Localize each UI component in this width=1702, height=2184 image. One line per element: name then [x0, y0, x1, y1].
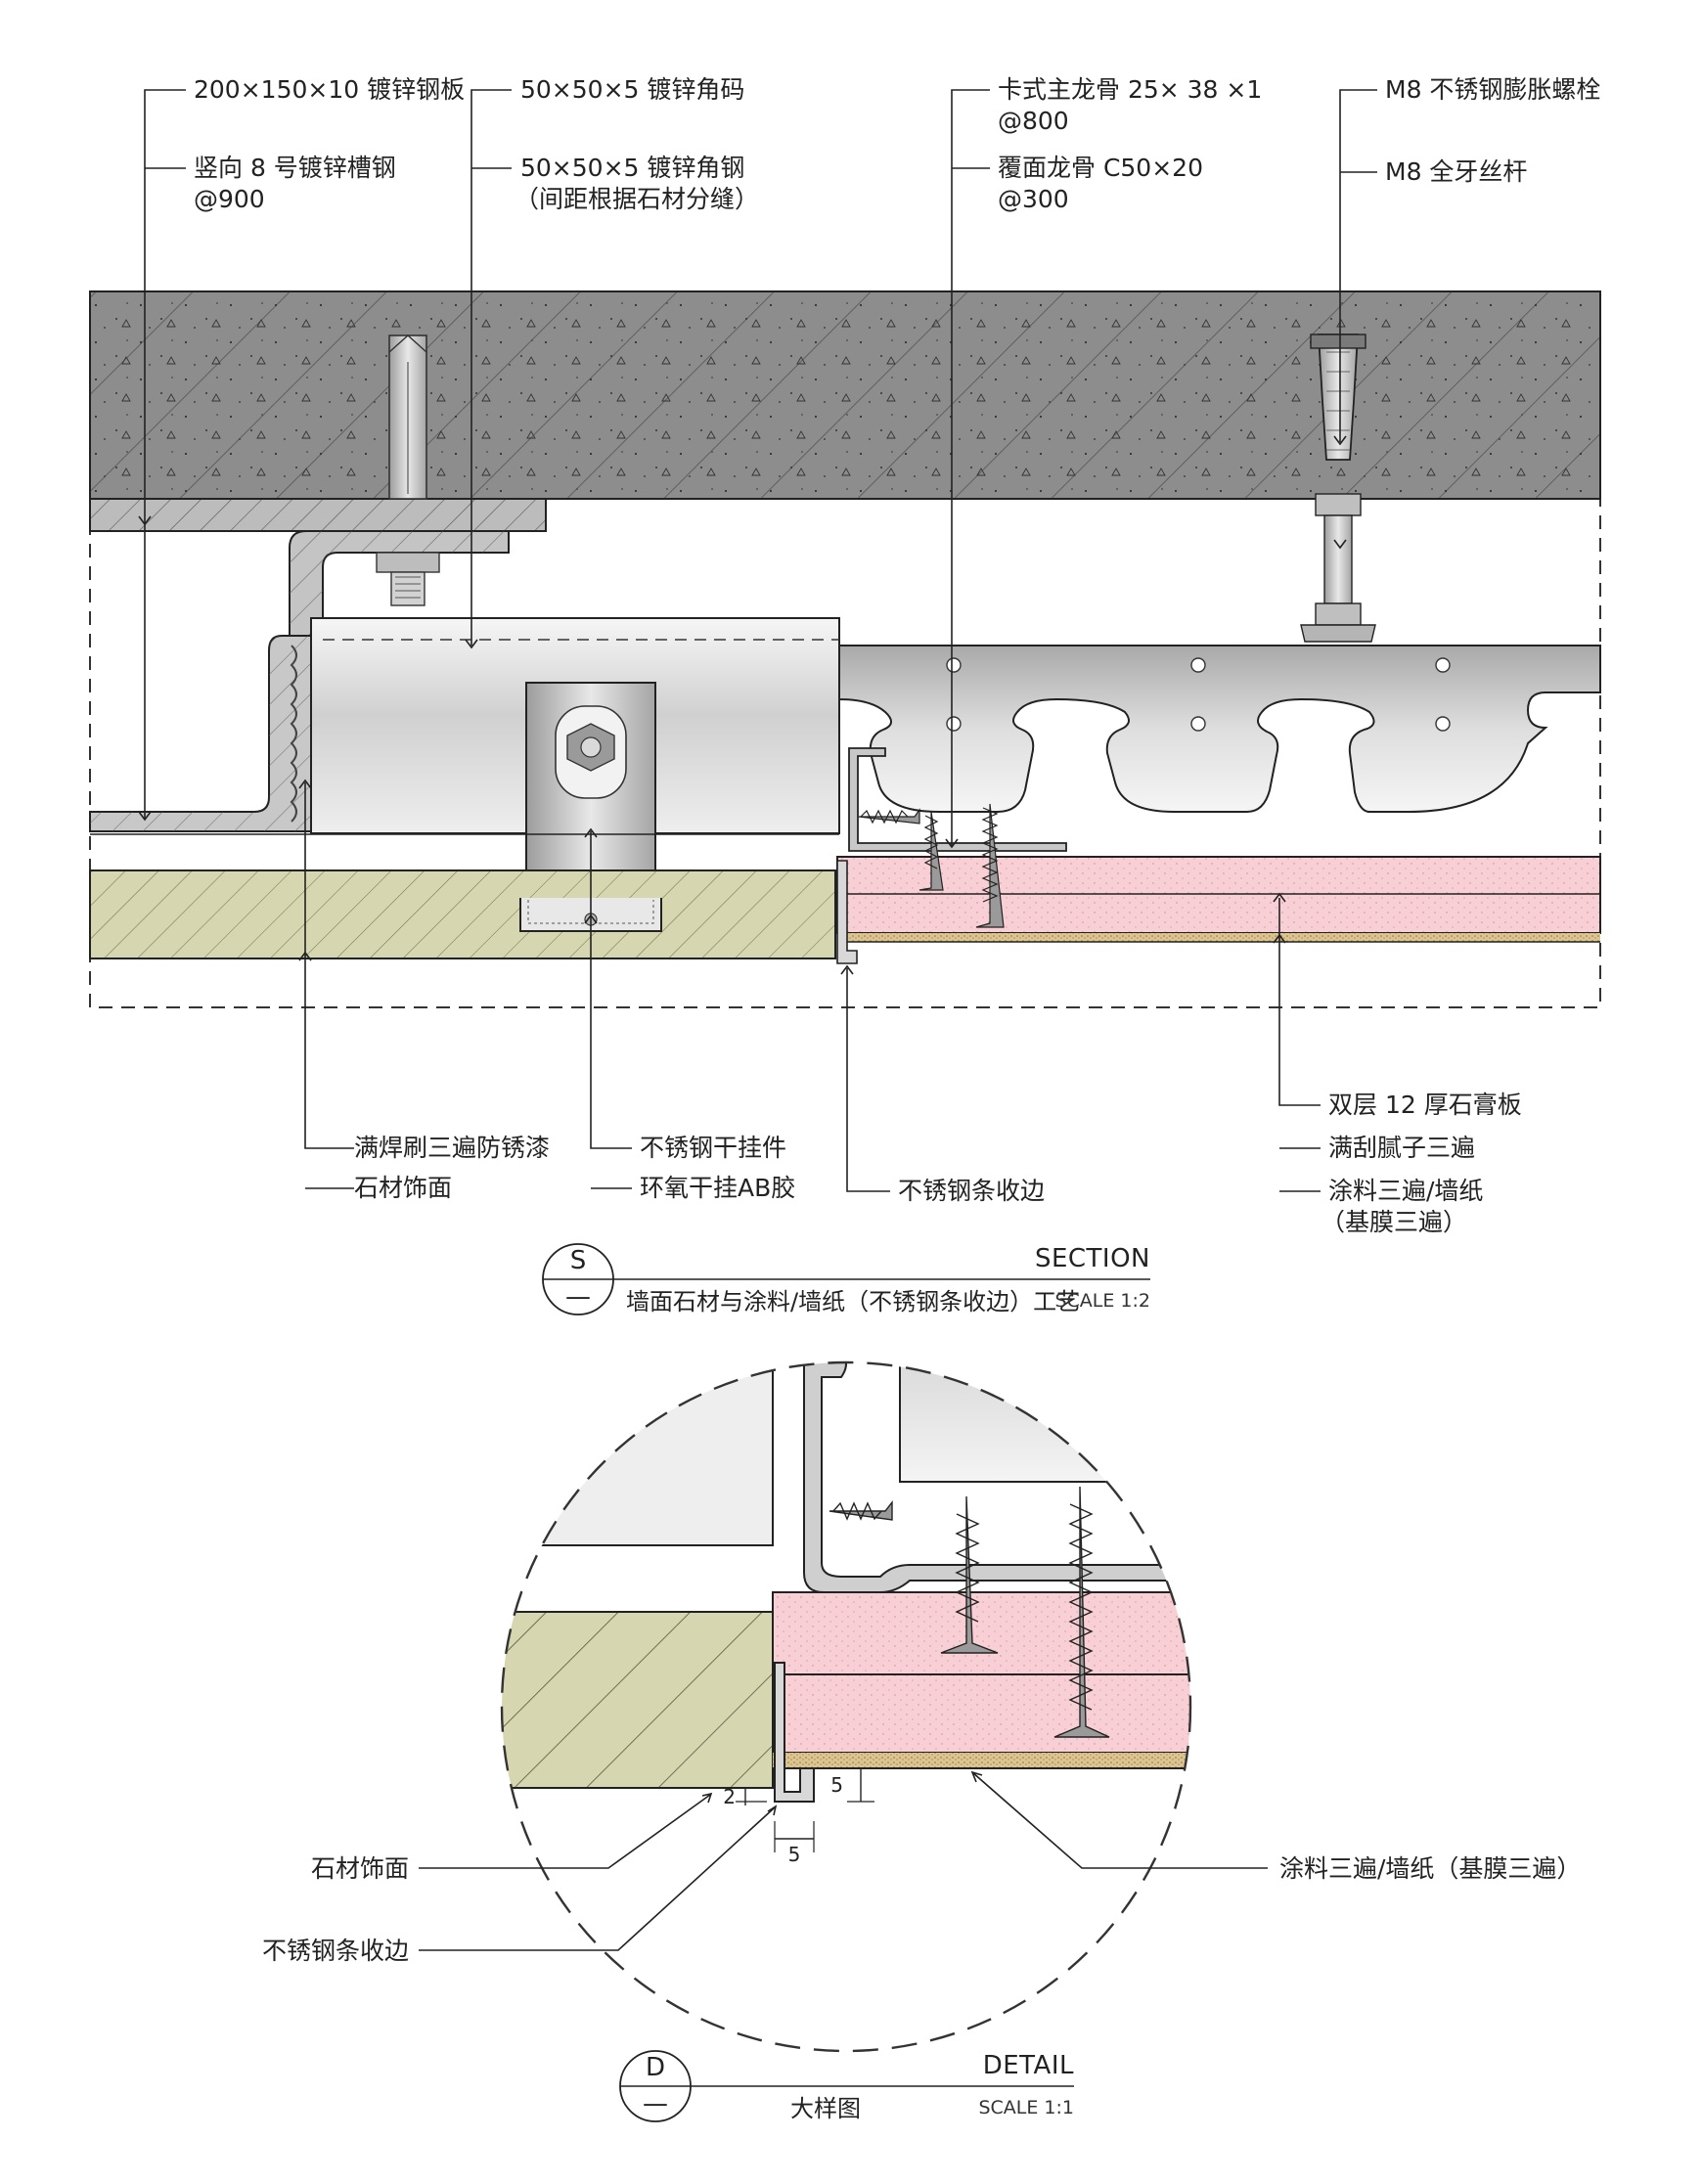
label-steel-plate: 200×150×10 镀锌钢板 — [194, 75, 465, 104]
label-expansion-bolt: M8 不锈钢膨胀螺栓 — [1385, 75, 1600, 104]
detail-mark-dash: — — [643, 2089, 668, 2118]
label-threaded-rod: M8 全牙丝杆 — [1385, 157, 1527, 186]
dim-strip-width: 5 — [788, 1843, 801, 1866]
label-angle-code: 50×50×5 镀锌角码 — [520, 75, 744, 104]
label-paint-base: （基膜三遍） — [1321, 1208, 1467, 1236]
label-channel-steel-spacing: @900 — [194, 185, 265, 213]
label-cover-keel: 覆面龙骨 C50×20 — [998, 154, 1203, 182]
drywall-screws — [858, 803, 1005, 928]
label-angle-steel-note: （间距根据石材分缝） — [515, 185, 759, 213]
label-hanger: 不锈钢干挂件 — [640, 1134, 786, 1162]
section-mark-dash: — — [565, 1282, 591, 1312]
detail-drawing-enlarged: 2 5 5 石材饰面 不锈钢条收边 涂料三遍/墙纸（基膜三遍） D — 大样图 … — [262, 1360, 1581, 2122]
leaders-bottom — [298, 779, 1321, 1192]
label-gypsum: 双层 12 厚石膏板 — [1328, 1091, 1522, 1119]
label-paint: 涂料三遍/墙纸 — [1328, 1177, 1483, 1205]
label-edge-strip: 不锈钢条收边 — [898, 1177, 1045, 1205]
threaded-rod — [1300, 334, 1376, 643]
section-title-block: S — 墙面石材与涂料/墙纸（不锈钢条收边）工艺 SECTION SCALE 1… — [542, 1243, 1150, 1315]
detail-label-paint: 涂料三遍/墙纸（基膜三遍） — [1279, 1854, 1581, 1883]
edge-strip — [836, 860, 858, 964]
expansion-anchor-left — [388, 334, 427, 500]
detail-mark-letter: D — [646, 2053, 665, 2082]
detail-title: 大样图 — [790, 2095, 861, 2122]
label-angle-steel: 50×50×5 镀锌角钢 — [520, 154, 744, 182]
dim-gap: 2 — [723, 1785, 736, 1808]
gypsum-board — [836, 856, 1601, 943]
label-main-keel: 卡式主龙骨 25× 38 ×1 — [998, 75, 1262, 104]
label-stone: 石材饰面 — [354, 1174, 452, 1202]
concrete-slab — [89, 290, 1601, 500]
steel-plate — [89, 498, 547, 532]
section-drawing: 200×150×10 镀锌钢板 竖向 8 号镀锌槽钢 @900 50×50×5 … — [89, 75, 1601, 1315]
detail-leaders — [419, 1770, 1268, 1951]
label-putty: 满刮腻子三遍 — [1328, 1134, 1475, 1162]
detail-label-edge-strip: 不锈钢条收边 — [262, 1937, 409, 1965]
label-weld: 满焊刷三遍防锈漆 — [354, 1134, 550, 1162]
detail-dimensions: 2 5 5 — [723, 1768, 874, 1866]
bolt-nut — [376, 552, 440, 606]
detail-circle — [500, 1360, 1192, 2053]
channel-steel — [89, 635, 312, 832]
detail-type: DETAIL — [983, 2051, 1074, 2080]
cover-keel — [848, 747, 1067, 852]
label-channel-steel: 竖向 8 号镀锌槽钢 — [194, 154, 396, 182]
label-cover-keel-spacing: @300 — [998, 185, 1069, 213]
section-mark-letter: S — [570, 1246, 587, 1275]
label-main-keel-spacing: @800 — [998, 107, 1069, 135]
label-epoxy: 环氧干挂AB胶 — [640, 1174, 795, 1202]
main-keel — [838, 645, 1601, 813]
detail-label-stone: 石材饰面 — [311, 1854, 409, 1883]
stone-facing — [89, 869, 836, 959]
leaders-top — [138, 89, 1377, 849]
section-title: 墙面石材与涂料/墙纸（不锈钢条收边）工艺 — [626, 1288, 1080, 1315]
detail-scale: SCALE 1:1 — [978, 2097, 1074, 2118]
section-type: SECTION — [1035, 1244, 1150, 1273]
dim-strip-height: 5 — [830, 1773, 843, 1797]
boundary-dashed — [89, 499, 1601, 1008]
section-scale: SCALE 1:2 — [1054, 1290, 1150, 1312]
detail-title-block: D — 大样图 DETAIL SCALE 1:1 — [619, 2050, 1074, 2122]
